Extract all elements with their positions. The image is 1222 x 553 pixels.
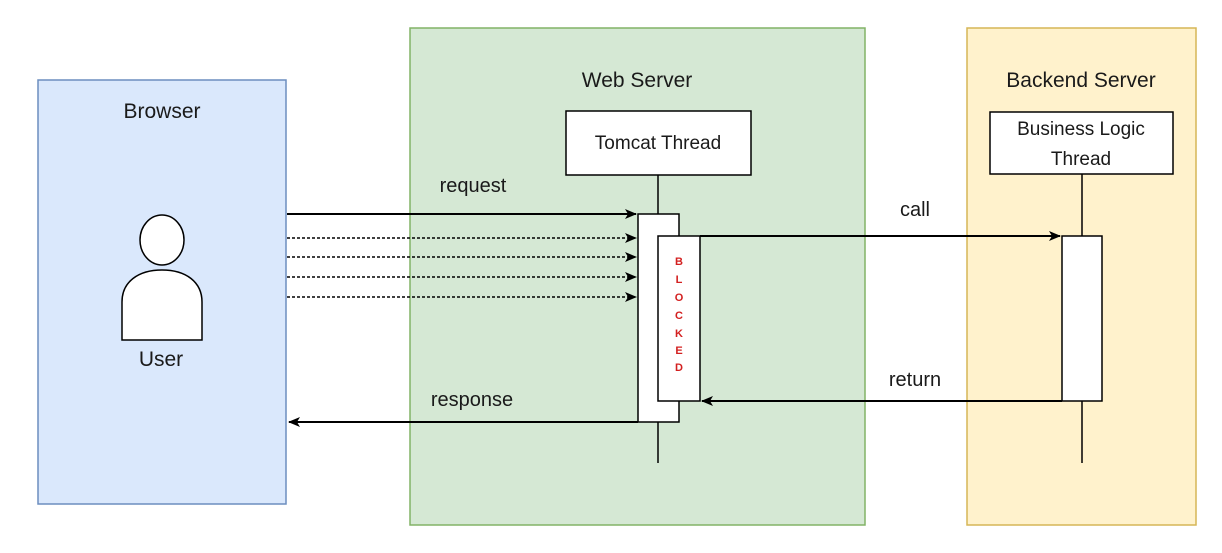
business-thread-label-line1: Business Logic <box>1017 119 1145 140</box>
business-thread-box <box>989 111 1174 175</box>
blocked-letter: D <box>675 362 683 374</box>
tomcat-thread-box <box>565 110 752 176</box>
web-server-lane-title: Web Server <box>582 69 693 92</box>
blocked-letter: E <box>675 345 682 357</box>
business-thread-label-line2: Thread <box>1051 149 1111 170</box>
response-label: response <box>431 389 513 411</box>
blocked-label: B L O C K E D <box>675 256 684 374</box>
browser-lane-title: Browser <box>123 100 200 123</box>
user-label: User <box>139 348 183 371</box>
return-label: return <box>889 369 941 391</box>
backend-server-lane-title: Backend Server <box>1006 69 1155 92</box>
blocked-activation-bar <box>657 235 701 402</box>
blocked-letter: B <box>675 256 683 268</box>
request-label: request <box>440 175 507 197</box>
call-label: call <box>900 199 930 221</box>
blocked-letter: C <box>675 310 683 322</box>
blocked-letter: K <box>675 328 683 340</box>
user-icon <box>121 214 203 341</box>
blocked-letter: L <box>676 274 683 286</box>
tomcat-thread-label: Tomcat Thread <box>595 133 721 154</box>
business-activation-bar <box>1061 235 1103 402</box>
blocked-letter: O <box>675 292 684 304</box>
